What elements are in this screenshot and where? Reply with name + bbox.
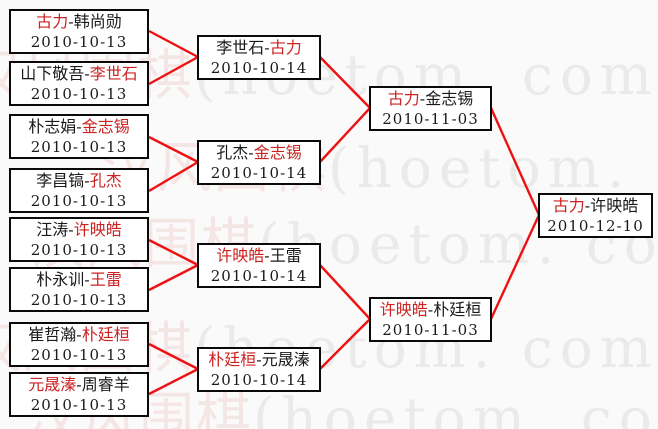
player2-name: 许映皓 xyxy=(590,196,639,215)
player2-name: 许映皓 xyxy=(73,220,122,239)
match-box-r1-3: 朴志娟-金志锡 2010-10-13 xyxy=(9,114,149,159)
name-separator: - xyxy=(76,375,82,394)
player1-name: 孔杰 xyxy=(216,143,249,162)
match-date: 2010-10-13 xyxy=(30,346,128,364)
match-box-sf-1: 古力-金志锡 2010-11-03 xyxy=(369,86,492,131)
match-players: 朴廷桓-元晟溱 xyxy=(199,350,319,370)
player2-name: 金志锡 xyxy=(81,117,130,136)
name-separator: - xyxy=(419,89,426,108)
match-players: 朴志娟-金志锡 xyxy=(11,117,147,137)
player2-name: 孔杰 xyxy=(89,171,122,190)
match-date: 2010-10-13 xyxy=(30,291,128,309)
player2-name: 金志锡 xyxy=(425,89,474,108)
match-players: 山下敬吾-李世石 xyxy=(11,64,147,84)
name-separator: - xyxy=(264,38,270,57)
match-box-r2-3: 许映皓-王雷 2010-10-14 xyxy=(197,243,321,288)
name-separator: - xyxy=(84,270,90,289)
player1-name: 山下敬吾 xyxy=(20,64,85,83)
match-date: 2010-11-03 xyxy=(382,321,479,339)
player1-name: 朴永训 xyxy=(36,270,85,289)
match-box-r2-4: 朴廷桓-元晟溱 2010-10-14 xyxy=(197,347,321,392)
match-date: 2010-10-14 xyxy=(210,59,308,77)
player1-name: 许映皓 xyxy=(379,300,428,319)
match-box-r2-2: 孔杰-金志锡 2010-10-14 xyxy=(197,140,321,185)
match-players: 许映皓-王雷 xyxy=(199,246,319,266)
match-box-r1-5: 汪涛-许映皓 2010-10-13 xyxy=(9,217,149,262)
match-players: 汪涛-许映皓 xyxy=(11,220,147,240)
match-players: 古力-许映皓 xyxy=(540,196,651,216)
name-separator: - xyxy=(84,171,90,190)
match-box-r1-4: 李昌镐-孔杰 2010-10-13 xyxy=(9,168,149,213)
player2-name: 朴廷桓 xyxy=(433,300,482,319)
match-box-r1-2: 山下敬吾-李世石 2010-10-13 xyxy=(9,61,149,106)
match-players: 朴永训-王雷 xyxy=(11,270,147,290)
player1-name: 汪涛 xyxy=(36,220,69,239)
name-separator: - xyxy=(256,350,262,369)
name-separator: - xyxy=(248,143,254,162)
match-box-r2-1: 李世石-古力 2010-10-14 xyxy=(197,35,321,80)
name-separator: - xyxy=(264,246,270,265)
match-date: 2010-10-14 xyxy=(210,267,308,285)
match-box-r1-1: 古力-韩尚勋 2010-10-13 xyxy=(9,9,149,54)
player2-name: 金志锡 xyxy=(253,143,302,162)
name-separator: - xyxy=(68,12,74,31)
name-separator: - xyxy=(76,117,82,136)
player2-name: 周睿羊 xyxy=(81,375,130,394)
match-box-r1-7: 崔哲瀚-朴廷桓 2010-10-13 xyxy=(9,322,149,367)
name-separator: - xyxy=(584,196,591,215)
match-date: 2010-10-13 xyxy=(30,138,128,156)
match-date: 2010-12-10 xyxy=(547,217,644,235)
player2-name: 王雷 xyxy=(89,270,122,289)
player1-name: 李世石 xyxy=(216,38,265,57)
match-players: 李昌镐-孔杰 xyxy=(11,171,147,191)
match-players: 元晟溱-周睿羊 xyxy=(11,375,147,395)
name-separator: - xyxy=(427,300,434,319)
match-date: 2010-10-13 xyxy=(30,241,128,259)
match-box-final: 古力-许映皓 2010-12-10 xyxy=(538,193,653,238)
player1-name: 崔哲瀚 xyxy=(28,325,77,344)
match-date: 2010-11-03 xyxy=(382,110,479,128)
player1-name: 古力 xyxy=(552,196,585,215)
match-date: 2010-10-13 xyxy=(30,33,128,51)
match-players: 孔杰-金志锡 xyxy=(199,143,319,163)
name-separator: - xyxy=(84,64,90,83)
match-players: 古力-金志锡 xyxy=(371,89,490,109)
watermark-latin-text: (hoetom. com) xyxy=(328,136,658,200)
match-date: 2010-10-13 xyxy=(30,85,128,103)
match-box-r1-8: 元晟溱-周睿羊 2010-10-13 xyxy=(9,372,149,417)
match-date: 2010-10-13 xyxy=(30,396,128,414)
player2-name: 元晟溱 xyxy=(261,350,310,369)
player1-name: 元晟溱 xyxy=(28,375,77,394)
watermark-latin-text: (hoetom. com) xyxy=(253,386,658,429)
player1-name: 古力 xyxy=(36,12,69,31)
match-date: 2010-10-14 xyxy=(210,164,308,182)
player2-name: 古力 xyxy=(269,38,302,57)
player1-name: 李昌镐 xyxy=(36,171,85,190)
player1-name: 古力 xyxy=(387,89,420,108)
player1-name: 朴志娟 xyxy=(28,117,77,136)
match-box-sf-2: 许映皓-朴廷桓 2010-11-03 xyxy=(369,297,492,342)
player2-name: 李世石 xyxy=(89,64,138,83)
match-date: 2010-10-13 xyxy=(30,192,128,210)
watermark-row: 汉风围棋(hoetom. com) xyxy=(100,138,658,198)
player1-name: 许映皓 xyxy=(216,246,265,265)
player2-name: 韩尚勋 xyxy=(73,12,122,31)
match-players: 崔哲瀚-朴廷桓 xyxy=(11,325,147,345)
player2-name: 王雷 xyxy=(269,246,302,265)
match-players: 李世石-古力 xyxy=(199,38,319,58)
match-date: 2010-10-14 xyxy=(210,371,308,389)
player2-name: 朴廷桓 xyxy=(81,325,130,344)
match-players: 许映皓-朴廷桓 xyxy=(371,300,490,320)
match-box-r1-6: 朴永训-王雷 2010-10-13 xyxy=(9,267,149,312)
match-players: 古力-韩尚勋 xyxy=(11,12,147,32)
player1-name: 朴廷桓 xyxy=(208,350,257,369)
name-separator: - xyxy=(76,325,82,344)
name-separator: - xyxy=(68,220,74,239)
